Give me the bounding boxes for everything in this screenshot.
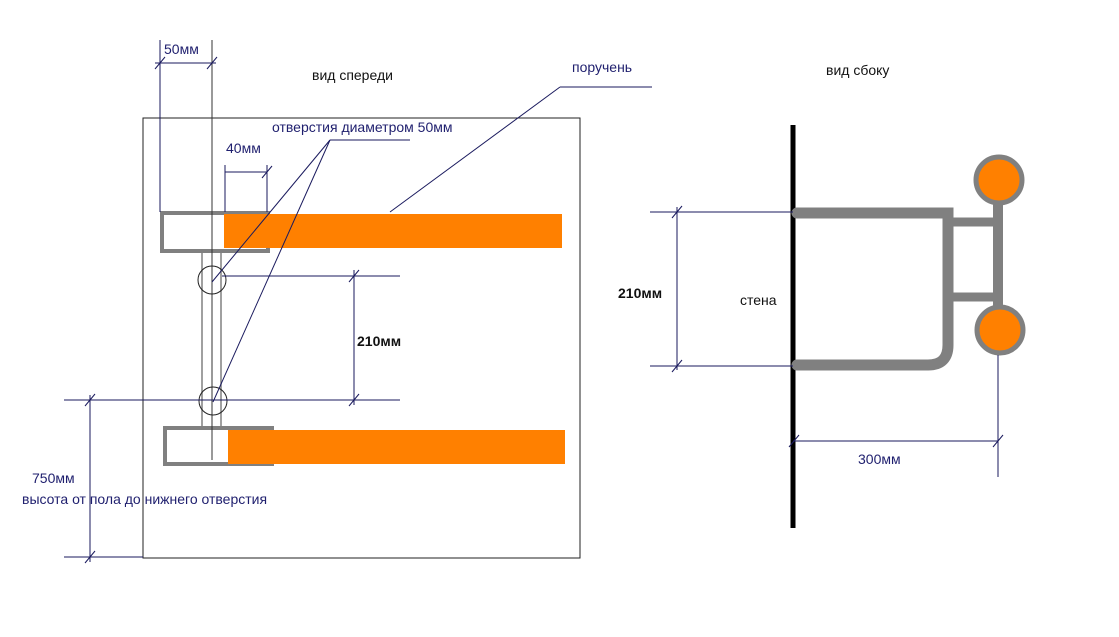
dim-40-label: 40мм <box>226 140 261 156</box>
dim-300 <box>788 355 1004 477</box>
dim-210-side <box>650 205 793 373</box>
handrail-label: поручень <box>572 59 632 75</box>
height-note: высота от пола до нижнего отверстия <box>22 491 267 507</box>
side-view-title: вид сбоку <box>826 62 889 78</box>
bottom-handrail-section <box>974 304 1026 356</box>
dim-50 <box>154 40 218 212</box>
handrail-leader <box>389 86 652 213</box>
bottom-handrail <box>228 430 565 464</box>
dim-750-label: 750мм <box>32 470 75 486</box>
holes-leader <box>211 139 410 403</box>
front-view: 50мм 40мм 210мм 750мм высота от пола до … <box>22 40 652 564</box>
side-view: вид сбоку 210мм стена 300мм <box>618 62 1026 528</box>
bottom-hole <box>198 386 228 416</box>
holes-label: отверстия диаметром 50мм <box>272 119 453 135</box>
top-handrail-section <box>973 154 1025 206</box>
dim-210-front <box>64 269 400 407</box>
dim-40 <box>224 165 273 212</box>
top-hole <box>197 265 227 295</box>
dim-210-front-label: 210мм <box>357 333 401 349</box>
front-view-title: вид спереди <box>312 67 393 83</box>
top-handrail <box>224 214 562 248</box>
dim-300-label: 300мм <box>858 451 901 467</box>
wall-label: стена <box>740 292 777 308</box>
wall-panel <box>142 117 581 559</box>
side-bracket <box>791 207 954 371</box>
dim-750 <box>64 393 143 564</box>
dim-210-side-label: 210мм <box>618 285 662 301</box>
dim-50-label: 50мм <box>164 41 199 57</box>
